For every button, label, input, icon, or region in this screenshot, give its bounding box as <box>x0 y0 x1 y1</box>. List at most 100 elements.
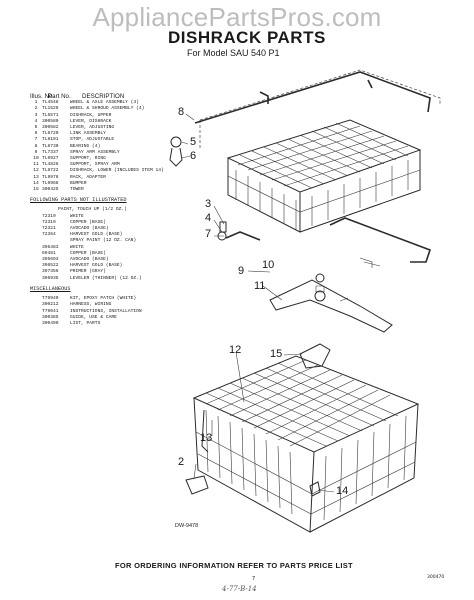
part-description: WHITE <box>70 213 84 219</box>
part-description: BUMPER <box>70 180 87 186</box>
illus-number: 4 <box>34 118 38 124</box>
part-number: 395693 <box>42 257 59 263</box>
callout-3: 3 <box>205 198 212 210</box>
col-desc: DESCRIPTION <box>82 93 125 100</box>
section-misc: MISCELLANEOUS <box>30 285 71 292</box>
part-description: GUIDE, USE & CARE <box>70 314 117 320</box>
illus-number: 13 <box>33 174 39 180</box>
tub-outline <box>199 69 441 150</box>
part-number: TL7337 <box>42 149 59 155</box>
callout-13: 13 <box>200 432 213 444</box>
part-description: DISHRACK, UPPER <box>70 112 112 118</box>
part-description: SUPPORT, RING <box>70 156 106 162</box>
callout-4: 4 <box>205 212 212 224</box>
wheel-shroud <box>185 475 209 495</box>
callout-6: 6 <box>190 150 197 162</box>
spray-arm <box>269 257 393 333</box>
part-number: 72321 <box>42 226 56 232</box>
illus-number: 2 <box>34 106 38 112</box>
illus-number: 14 <box>33 180 39 186</box>
model-subtitle: For Model SAU 540 P1 <box>187 48 280 58</box>
part-description: SUPPORT, SPRAY ARM <box>70 162 120 168</box>
part-description: WHEEL & AXLE ASSEMBLY (4) <box>70 100 139 106</box>
callout-8: 8 <box>178 106 185 118</box>
legend-row: 72321 AVOCADO (BASE) <box>30 226 200 232</box>
part-description: AVOCADO (BASE) <box>70 257 109 263</box>
callout-7: 7 <box>205 228 212 240</box>
part-number: 72364 <box>42 232 56 238</box>
drawing-number: DW-9478 <box>175 523 199 529</box>
legend-header: Illus. No. Part No. DESCRIPTION <box>30 93 200 100</box>
ordering-note: FOR ORDERING INFORMATION REFER TO PARTS … <box>115 561 353 570</box>
handwritten-note: 4-77-B-14 <box>222 585 257 593</box>
part-description: HARNESS, WIRING <box>70 302 112 308</box>
page-number: 7 <box>252 576 256 582</box>
illus-number: 7 <box>34 137 38 143</box>
part-number: T79940 <box>42 296 59 302</box>
legend-row: 3 TL5571 DISHRACK, UPPER <box>30 113 200 119</box>
callout-9: 9 <box>238 265 245 277</box>
part-number: 300212 <box>42 302 59 308</box>
part-description: AVOCADO (BASE) <box>70 226 109 232</box>
part-number: TL9978 <box>42 174 59 180</box>
wheel-upper-left <box>170 136 182 148</box>
illus-number: 1 <box>34 100 38 106</box>
part-description: SPRAY ARM ASSEMBLY <box>70 149 120 155</box>
part-description: LIST, PARTS <box>70 320 101 326</box>
part-number: TL8101 <box>42 137 59 143</box>
callout-2: 2 <box>178 456 185 468</box>
part-number: TL9927 <box>42 156 59 162</box>
legend-row: 6 TL8720 LINK ASSEMBLY <box>30 131 200 137</box>
part-number: TL8720 <box>42 131 59 137</box>
bumper <box>309 481 321 497</box>
paint-header: PAINT, TOUCH UP (1/2 OZ.) <box>58 207 127 213</box>
part-description: SPRAY PAINT (12 OZ. CAN) <box>70 238 137 244</box>
document-code: 300470 <box>427 575 445 580</box>
upper-dishrack <box>226 119 422 233</box>
legend-row: SPRAY PAINT (12 OZ. CAN) <box>30 238 200 244</box>
part-description: LEVER, ADJUSTING <box>70 125 115 131</box>
illus-number: 3 <box>34 112 38 118</box>
part-description: STOP, ADJUSTABLE <box>70 137 115 143</box>
illus-number: 10 <box>33 156 39 162</box>
lower-dishrack <box>192 355 420 533</box>
part-number: 397356 <box>42 269 59 275</box>
rack-adapter <box>201 409 209 453</box>
illus-number: 6 <box>34 131 38 137</box>
part-description: LINK ASSEMBLY <box>70 131 106 137</box>
part-description: TOWER <box>70 187 84 193</box>
part-number: TL5571 <box>42 112 59 118</box>
part-number: 69481 <box>42 250 56 256</box>
part-description: KIT, EPOXY PATCH (WHITE) <box>70 296 137 302</box>
legend-row: T79940 KIT, EPOXY PATCH (WHITE) <box>30 296 200 302</box>
lower-track-wire <box>225 217 432 263</box>
upper-track-wire <box>194 71 431 124</box>
part-number: T79041 <box>42 308 59 314</box>
part-number: TL4826 <box>42 162 59 168</box>
callout-14: 14 <box>336 485 349 497</box>
illus-number: 5 <box>34 125 38 131</box>
part-description: HARVEST GOLD (BASE) <box>70 263 123 269</box>
legend-row: 395693 AVOCADO (BASE) <box>30 257 200 263</box>
callout-12: 12 <box>229 344 242 356</box>
part-number: TL8722 <box>42 168 59 174</box>
